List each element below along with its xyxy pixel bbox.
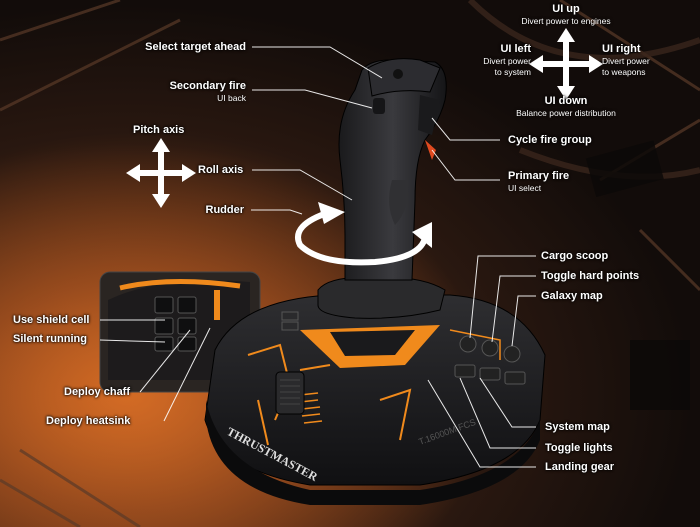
label-ui-right-sub2: to weapons bbox=[602, 67, 646, 77]
four-way-arrow-icon-ui-hat bbox=[529, 28, 603, 100]
label-ui-left-sub1: Divert power bbox=[483, 56, 531, 66]
label-primary-fire: Primary fire bbox=[508, 170, 570, 182]
label-ui-left: UI left bbox=[500, 43, 531, 55]
label-deploy-heatsink: Deploy heatsink bbox=[46, 415, 131, 427]
four-way-arrow-icon-pitch-roll bbox=[126, 138, 196, 208]
label-secondary-fire-sub: UI back bbox=[217, 93, 246, 103]
debris-dark bbox=[585, 140, 690, 410]
label-cargo-scoop: Cargo scoop bbox=[541, 250, 609, 262]
label-rudder: Rudder bbox=[205, 204, 245, 216]
label-galaxy-map: Galaxy map bbox=[541, 290, 603, 302]
label-deploy-chaff: Deploy chaff bbox=[64, 386, 131, 398]
label-secondary-fire: Secondary fire bbox=[169, 80, 246, 92]
label-ui-down: UI down bbox=[544, 95, 588, 107]
rudder-arrowheads bbox=[318, 202, 432, 248]
label-select-target: Select target ahead bbox=[145, 41, 246, 53]
rudder-rotation-arrow bbox=[295, 209, 428, 266]
label-ui-right: UI right bbox=[602, 43, 641, 55]
label-ui-up-sub: Divert power to engines bbox=[521, 16, 611, 26]
label-silent-running: Silent running bbox=[13, 333, 87, 345]
label-roll-axis: Roll axis bbox=[198, 164, 244, 176]
label-landing-gear: Landing gear bbox=[545, 461, 615, 473]
label-ui-down-sub: Balance power distribution bbox=[516, 108, 616, 118]
label-cycle-fire-group: Cycle fire group bbox=[508, 134, 592, 146]
label-use-shield-cell: Use shield cell bbox=[13, 314, 90, 326]
label-pitch-axis: Pitch axis bbox=[133, 124, 185, 136]
label-system-map: System map bbox=[545, 421, 610, 433]
label-ui-left-sub2: to system bbox=[494, 67, 531, 77]
label-ui-right-sub1: Divert power bbox=[602, 56, 650, 66]
label-ui-up: UI up bbox=[552, 3, 580, 15]
label-toggle-hard-points: Toggle hard points bbox=[541, 270, 640, 282]
label-primary-fire-sub: UI select bbox=[508, 183, 542, 193]
joystick-base bbox=[204, 294, 546, 505]
label-toggle-lights: Toggle lights bbox=[545, 442, 613, 454]
joystick-stick bbox=[317, 58, 447, 319]
